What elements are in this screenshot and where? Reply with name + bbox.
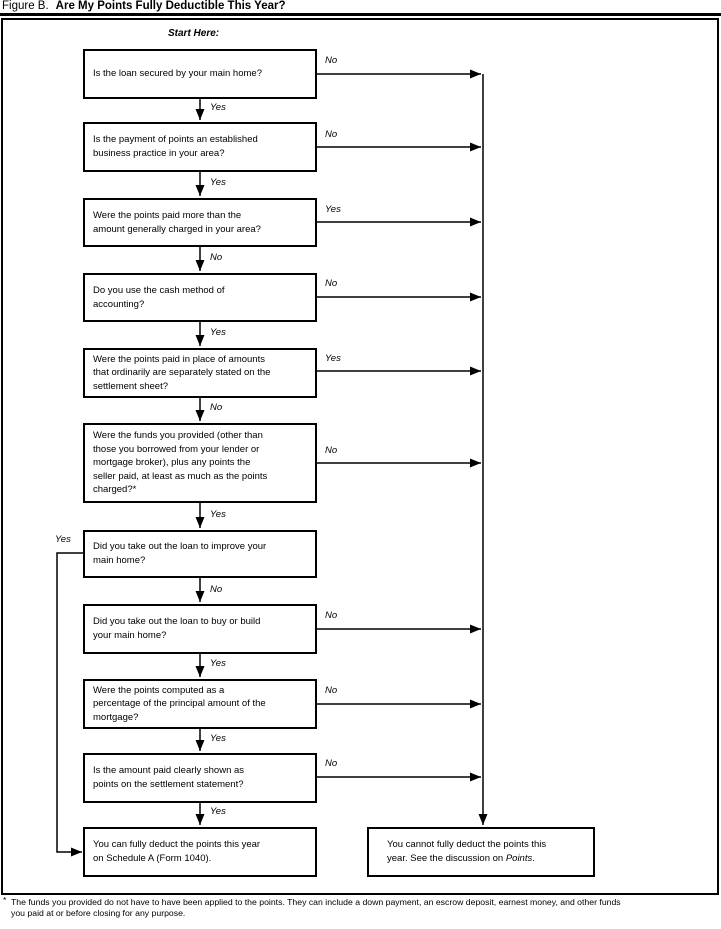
flow-node-loan-to-improve: Did you take out the loan to improve you… [83, 530, 317, 578]
flow-node-clearly-shown: Is the amount paid clearly shown as poin… [83, 753, 317, 803]
edge-label-no: No [325, 610, 338, 621]
flow-node-points-percentage: Were the points computed as a percentage… [83, 679, 317, 729]
edge-label-yes: Yes [55, 534, 71, 545]
result-node-not-fully-deductible: You cannot fully deduct the points this … [367, 827, 595, 877]
result-node-text: You can fully deduct the points this yea… [93, 839, 261, 864]
flow-node-text: Were the points computed as a percentage… [93, 684, 266, 723]
edge-label-no: No [210, 402, 223, 413]
flow-node-points-more-than-charged: Were the points paid more than the amoun… [83, 198, 317, 247]
flow-node-text: Were the funds you provided (other than … [93, 430, 268, 496]
flow-node-text: Is the loan secured by your main home? [93, 68, 262, 80]
flow-node-loan-to-buy-build: Did you take out the loan to buy or buil… [83, 604, 317, 654]
flow-node-text: Do you use the cash method of accounting… [93, 284, 225, 310]
edge-label-no: No [325, 685, 338, 696]
edge-label-yes: Yes [210, 327, 226, 338]
flow-node-text: Did you take out the loan to improve you… [93, 541, 267, 566]
result-node-text: You cannot fully deduct the points this … [387, 838, 546, 865]
flow-node-text: Were the points paid in place of amounts… [93, 353, 271, 392]
title-rule [0, 13, 721, 16]
flow-node-cash-method: Do you use the cash method of accounting… [83, 273, 317, 322]
flow-node-in-place-of-amounts: Were the points paid in place of amounts… [83, 348, 317, 398]
figure-title-prefix: Figure B. [2, 0, 49, 12]
edge-label-no: No [210, 252, 223, 263]
flow-node-text: Is the payment of points an established … [93, 134, 258, 159]
footnote-asterisk: * [3, 895, 7, 905]
edge-label-no: No [210, 584, 223, 595]
result-text-points-italic: Points [505, 853, 533, 864]
flow-node-text: Is the amount paid clearly shown as poin… [93, 765, 245, 790]
edge-label-yes: Yes [210, 658, 226, 669]
start-here-label: Start Here: [168, 28, 220, 39]
edge-label-yes: Yes [210, 177, 226, 188]
result-text-part: You cannot fully deduct the points this … [387, 839, 547, 864]
edge-label-no: No [325, 445, 338, 456]
edge-label-no: No [325, 55, 338, 66]
footnote-text: The funds you provided do not have to ha… [11, 897, 621, 919]
edge-label-yes: Yes [210, 102, 226, 113]
edge-label-yes: Yes [325, 353, 341, 364]
flow-node-loan-secured: Is the loan secured by your main home? [83, 49, 317, 99]
flow-node-established-practice: Is the payment of points an established … [83, 122, 317, 172]
figure-border [1, 18, 719, 895]
footnote: * The funds you provided do not have to … [3, 895, 715, 920]
result-node-fully-deductible: You can fully deduct the points this yea… [83, 827, 317, 877]
result-text-part: . [532, 853, 535, 864]
edge-label-yes: Yes [210, 733, 226, 744]
flow-node-text: Were the points paid more than the amoun… [93, 209, 261, 235]
figure-title-main: Are My Points Fully Deductible This Year… [55, 0, 286, 12]
edge-label-yes: Yes [210, 509, 226, 520]
flow-node-funds-provided: Were the funds you provided (other than … [83, 423, 317, 503]
figure-title: Figure B. Are My Points Fully Deductible … [2, 0, 286, 12]
edge-label-no: No [325, 758, 338, 769]
edge-label-yes: Yes [210, 806, 226, 817]
edge-label-yes: Yes [325, 204, 341, 215]
flow-node-text: Did you take out the loan to buy or buil… [93, 616, 261, 641]
edge-label-no: No [325, 129, 338, 140]
edge-label-no: No [325, 278, 338, 289]
